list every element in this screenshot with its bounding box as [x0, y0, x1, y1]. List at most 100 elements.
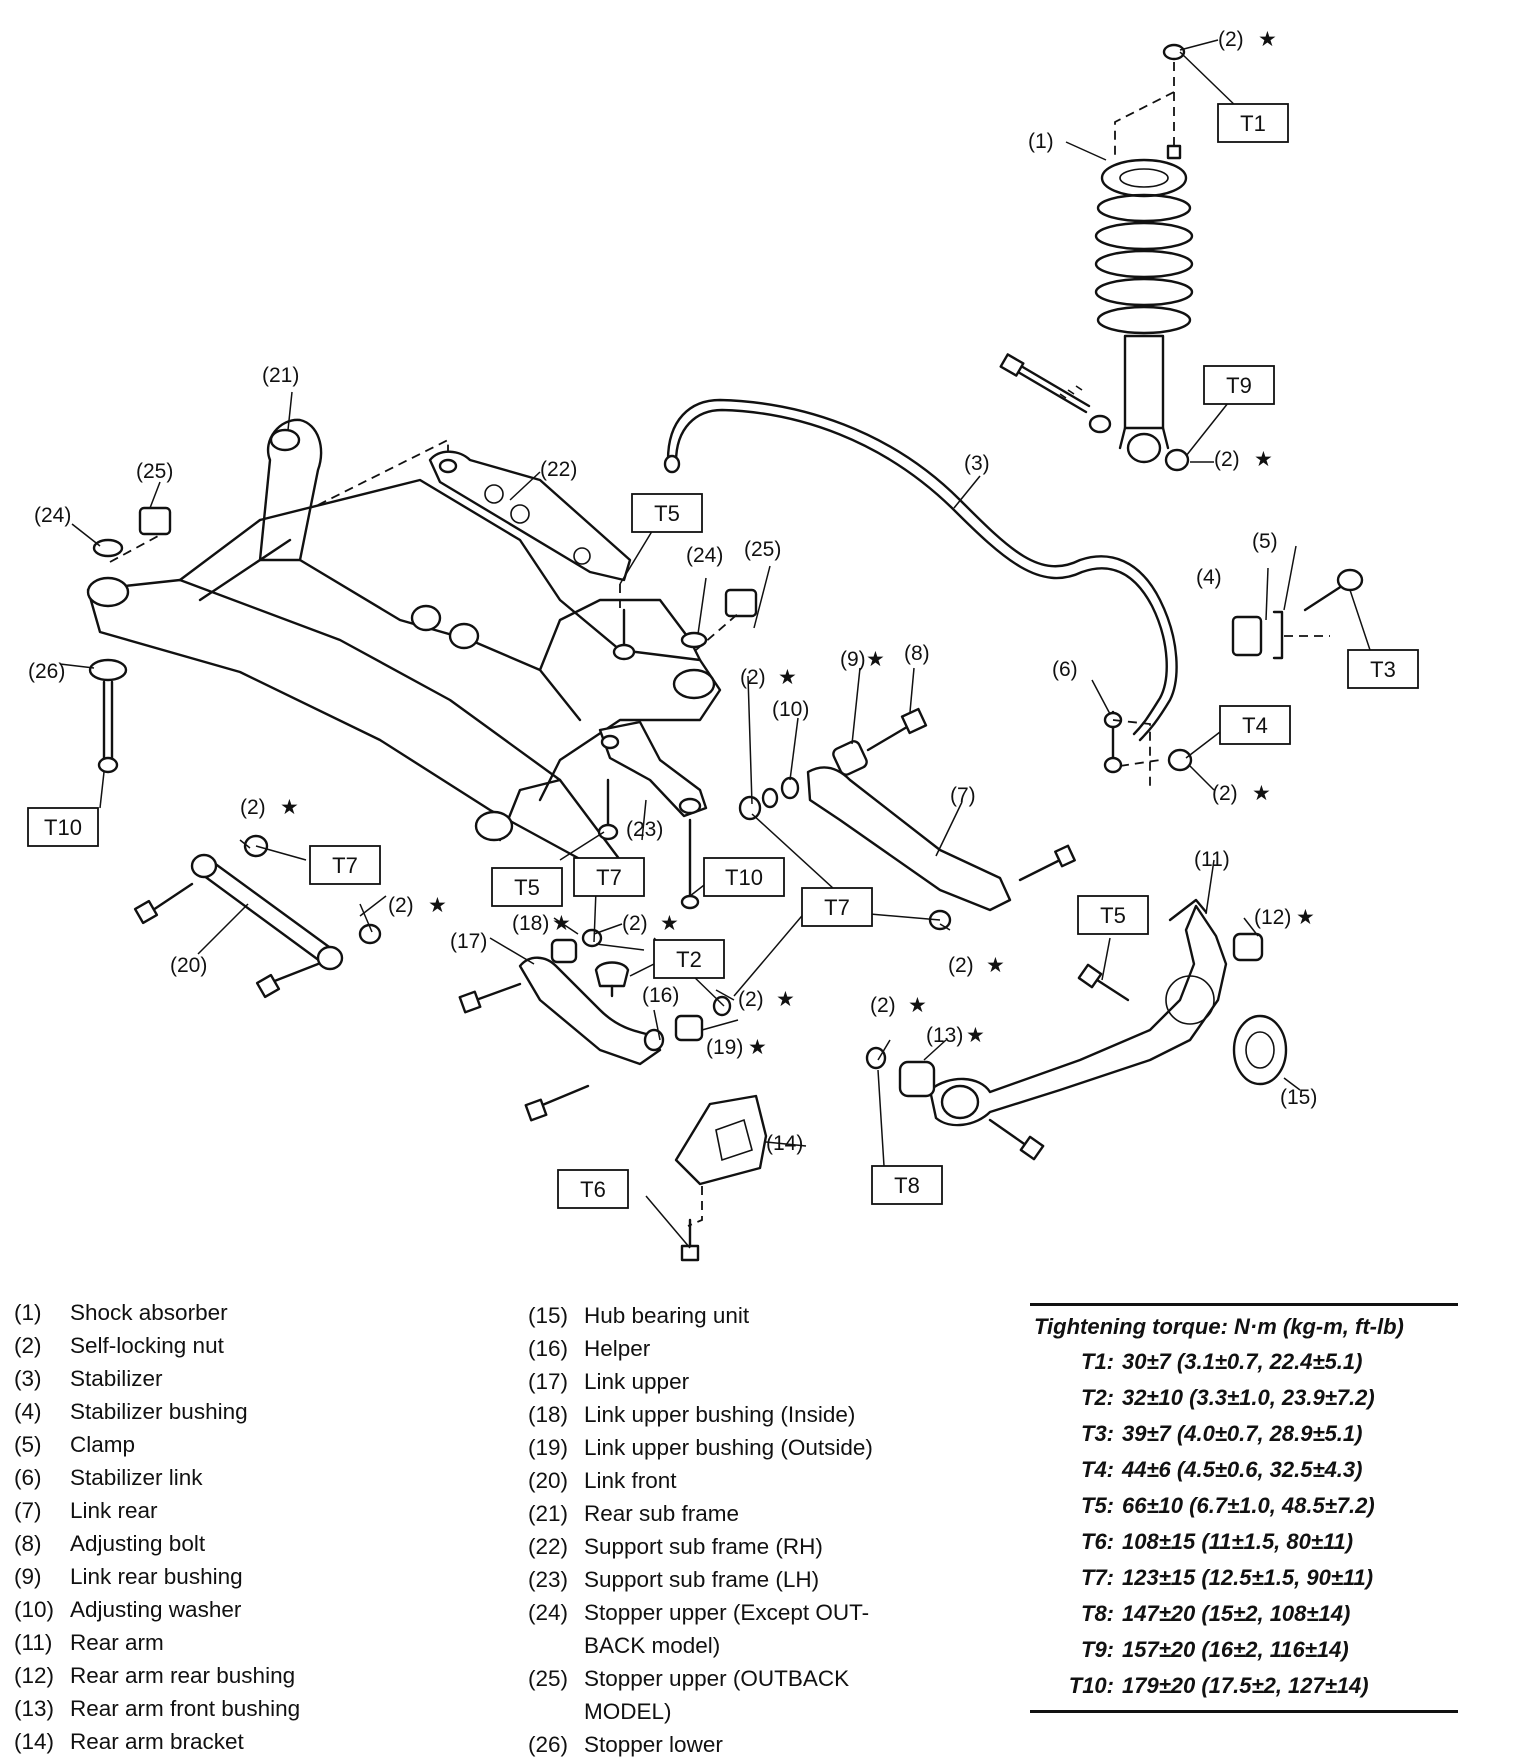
legend-item-number: (19)	[528, 1435, 569, 1460]
torque-row-value: 157±20 (16±2, 116±14)	[1122, 1637, 1349, 1662]
torque-row-tag: T8:	[1081, 1601, 1114, 1626]
legend-item-number: (3)	[14, 1366, 42, 1391]
suspension-exploded-diagram: (2) ★ (1) (3) (2) ★ (5) (4) (6) (2) ★ (2…	[27, 28, 1419, 1262]
torque-tag-t7: T7	[824, 895, 850, 920]
legend-item-description: Stopper upper (OUTBACK MODEL)	[584, 1666, 850, 1724]
legend-item: (20)Link front	[528, 1464, 873, 1497]
support-sub-frame-lh-drawing	[597, 720, 708, 910]
torque-tag-t10: T10	[44, 815, 82, 840]
legend-item: (17)Link upper	[528, 1365, 873, 1398]
callout-9: (9)	[840, 648, 866, 671]
legend-item-number: (12)	[14, 1663, 55, 1688]
legend-item: (2)Self-locking nut	[14, 1329, 300, 1362]
torque-tag-t2: T2	[676, 947, 702, 972]
star-mark: ★	[866, 648, 885, 671]
legend-item-description: Stopper lower	[584, 1732, 723, 1757]
torque-tag-t9: T9	[1226, 373, 1252, 398]
legend-item-description: Hub bearing unit	[584, 1303, 750, 1328]
callout-1: (1)	[1028, 130, 1054, 153]
torque-row: T1:30±7 (3.1±0.7, 22.4±5.1)	[1030, 1344, 1458, 1380]
callout-16: (16)	[642, 984, 679, 1007]
torque-table-rows: T1:30±7 (3.1±0.7, 22.4±5.1) T2: 32±10 (3.3…	[1030, 1344, 1458, 1704]
legend-item: (9) Link rear bushing	[14, 1560, 300, 1593]
callout-labels: (2) ★ (1) (3) (2) ★ (5) (4) (6) (2) ★ (2…	[28, 28, 1317, 1155]
torque-row: T3: 39±7 (4.0±0.7, 28.9±5.1)	[1030, 1416, 1458, 1452]
callout-4: (4)	[1196, 566, 1222, 589]
torque-tag-t1: T1	[1240, 111, 1266, 136]
legend-item-number: (18)	[528, 1402, 569, 1427]
torque-tag-t7: T7	[332, 853, 358, 878]
legend-item-description: Rear arm bracket	[70, 1729, 244, 1754]
legend-item: (8)Adjusting bolt	[14, 1527, 300, 1560]
legend-item-description: Link rear	[70, 1498, 158, 1523]
legend-item: (3) Stabilizer	[14, 1362, 300, 1395]
legend-item-description: Link upper bushing (Outside)	[584, 1435, 873, 1460]
legend-item-description: Shock absorber	[70, 1300, 228, 1325]
torque-row-value: 108±15 (11±1.5, 80±11)	[1122, 1529, 1354, 1554]
torque-row-tag: T1:	[1081, 1349, 1114, 1374]
legend-item-description: Clamp	[70, 1432, 136, 1457]
torque-row-tag: T9:	[1081, 1637, 1114, 1662]
torque-row-tag: T5:	[1081, 1493, 1114, 1518]
callout-3: (3)	[964, 452, 990, 475]
torque-row-value: 39±7 (4.0±0.7, 28.9±5.1)	[1122, 1421, 1363, 1446]
torque-row: T2: 32±10 (3.3±1.0, 23.9±7.2)	[1030, 1380, 1458, 1416]
legend-item-description: Link rear bushing	[70, 1564, 243, 1589]
legend-item-description: Link upper	[584, 1369, 690, 1394]
legend-item-number: (4)	[14, 1399, 42, 1424]
torque-row: T7:123±15 (12.5±1.5, 90±11)	[1030, 1560, 1458, 1596]
star-mark: ★	[908, 994, 927, 1017]
callout-18: (18)	[512, 912, 549, 935]
legend-item: (6)Stabilizer link	[14, 1461, 300, 1494]
torque-row-tag: T3:	[1081, 1421, 1114, 1446]
legend-item: (14)Rear arm bracket	[14, 1725, 300, 1758]
callout-5: (5)	[1252, 530, 1278, 553]
legend-item: (19) Link upper bushing (Outside)	[528, 1431, 873, 1464]
torque-row-value: 32±10 (3.3±1.0, 23.9±7.2)	[1122, 1385, 1375, 1410]
callout-10: (10)	[772, 698, 809, 721]
legend-item-number: (22)	[528, 1534, 569, 1559]
legend-item-description: Support sub frame (RH)	[584, 1534, 823, 1559]
torque-tag-t5: T5	[514, 875, 540, 900]
legend-item-number: (9)	[14, 1564, 42, 1589]
star-mark: ★	[552, 912, 571, 935]
torque-row-tag: T2:	[1081, 1385, 1114, 1410]
legend-item-description: Support sub frame (LH)	[584, 1567, 820, 1592]
legend-item-number: (10)	[14, 1597, 55, 1622]
legend-item-description: Rear arm front bushing	[70, 1696, 301, 1721]
rear-arm-bracket-drawing	[674, 1094, 768, 1262]
torque-row-tag: T7:	[1081, 1565, 1114, 1590]
link-upper-drawing	[458, 928, 732, 1122]
legend-item-description: Stabilizer	[70, 1366, 163, 1391]
legend-item: (4)Stabilizer bushing	[14, 1395, 300, 1428]
legend-item-number: (7)	[14, 1498, 42, 1523]
torque-row-tag: T6:	[1081, 1529, 1114, 1554]
torque-row-value: 66±10 (6.7±1.0, 48.5±7.2)	[1122, 1493, 1375, 1518]
legend-item-description: Rear sub frame	[584, 1501, 740, 1526]
torque-row: T5: 66±10 (6.7±1.0, 48.5±7.2)	[1030, 1488, 1458, 1524]
torque-row-tag: T10:	[1068, 1673, 1114, 1698]
legend-item: (21)Rear sub frame	[528, 1497, 873, 1530]
legend-item-number: (11)	[14, 1630, 53, 1655]
star-mark: ★	[1252, 782, 1271, 805]
torque-tag-t8: T8	[894, 1173, 920, 1198]
parts-legend-left: (1) Shock absorber (2)Self-locking nut (3) S…	[14, 1296, 300, 1758]
legend-item-number: (8)	[14, 1531, 42, 1556]
callout-24: (24)	[34, 504, 71, 527]
star-mark: ★	[660, 912, 679, 935]
callout-26: (26)	[28, 660, 65, 683]
shock-absorber-drawing	[999, 43, 1194, 472]
legend-item-description: Link upper bushing (Inside)	[584, 1402, 856, 1427]
legend-item-description: Stopper upper (Except OUT- BACK model)	[584, 1600, 870, 1658]
callout-19: (19)	[706, 1036, 743, 1059]
star-mark: ★	[280, 796, 299, 819]
legend-item-number: (1)	[14, 1300, 42, 1325]
leader-lines	[59, 39, 1371, 1249]
legend-item-description: Self-locking nut	[70, 1333, 224, 1358]
callout-20: (20)	[170, 954, 207, 977]
legend-item: (13)Rear arm front bushing	[14, 1692, 300, 1725]
torque-row: T10:179±20 (17.5±2, 127±14)	[1030, 1668, 1458, 1704]
legend-item: (16)Helper	[528, 1332, 873, 1365]
legend-item-description: Helper	[584, 1336, 651, 1361]
callout-23: (23)	[626, 818, 663, 841]
